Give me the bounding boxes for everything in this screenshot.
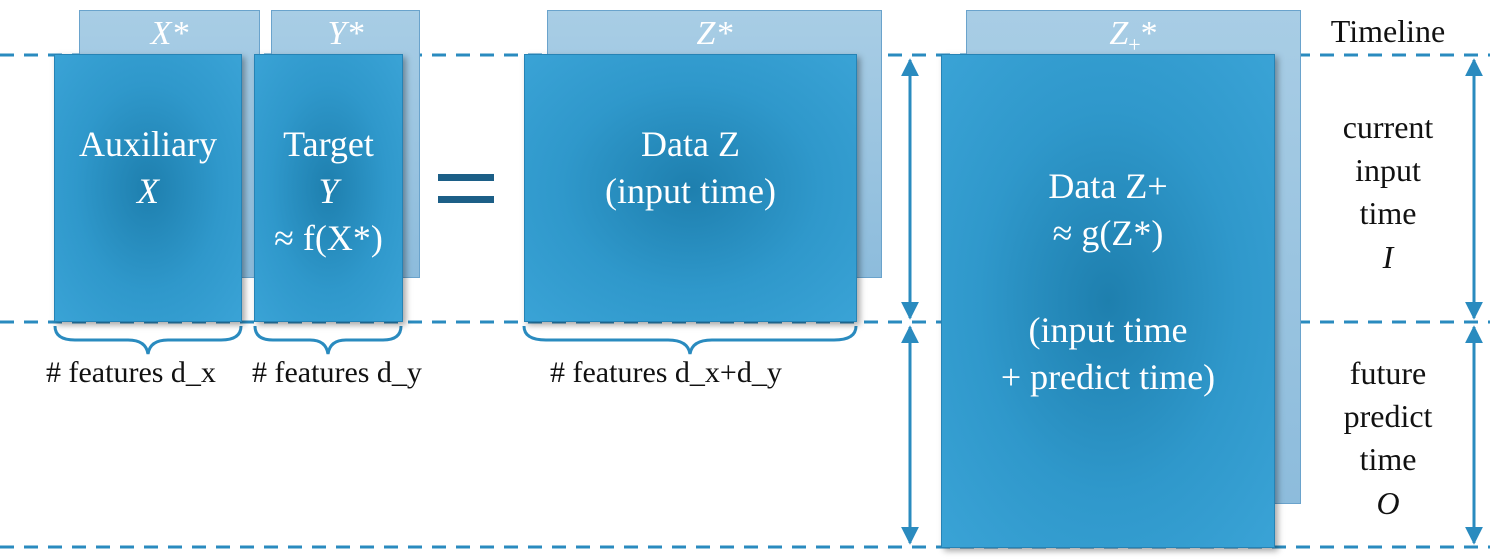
- data-z-box: Data Z (input time): [524, 54, 857, 322]
- auxiliary-line2: X: [137, 170, 159, 211]
- data-z-line2: (input time): [605, 170, 776, 211]
- future-line4: O: [1376, 484, 1400, 521]
- data-z-text: Data Z (input time): [525, 121, 856, 215]
- current-input-time-label: current input time I: [1318, 106, 1458, 279]
- data-z-plus-line2: ≈ g(Z*): [1052, 212, 1164, 253]
- target-line3: ≈ f(X*): [274, 217, 383, 258]
- auxiliary-line1: Auxiliary: [79, 124, 217, 164]
- features-dx-label: # features d_x: [46, 356, 216, 389]
- z-star-label: Z*: [696, 15, 733, 52]
- features-dxdy-label: # features d_x+d_y: [550, 356, 782, 389]
- z-plus-star-sub: +: [1128, 31, 1141, 57]
- equals-bar-bottom: [438, 196, 494, 203]
- current-line3: time: [1359, 195, 1417, 232]
- current-line1: current: [1342, 109, 1434, 145]
- data-z-plus-box: Data Z+ ≈ g(Z*) (input time + predict ti…: [941, 54, 1275, 548]
- equals-bar-top: [438, 174, 494, 181]
- z-plus-star-base: Z: [1109, 15, 1129, 52]
- future-predict-time-label: future predict time O: [1318, 352, 1458, 525]
- data-z-line1: Data Z: [641, 124, 740, 164]
- auxiliary-box: Auxiliary X: [54, 54, 242, 322]
- data-z-plus-line3: (input time: [1028, 310, 1188, 350]
- future-line2: predict: [1343, 398, 1433, 435]
- current-line2: input: [1355, 152, 1421, 189]
- data-z-plus-line1: Data Z+: [1048, 166, 1168, 206]
- target-line1: Target: [283, 124, 374, 164]
- data-z-plus-text-top: Data Z+ ≈ g(Z*): [942, 163, 1274, 257]
- data-z-plus-line4: + predict time): [1000, 356, 1216, 397]
- brace-dx: [53, 325, 243, 355]
- equals-sign: [438, 170, 494, 206]
- future-line3: time: [1359, 441, 1417, 478]
- target-text: Target Y ≈ f(X*): [255, 121, 402, 261]
- brace-dy: [253, 325, 403, 355]
- features-dy-label: # features d_y: [252, 356, 422, 389]
- z-plus-star-label: Z+*: [967, 15, 1300, 58]
- auxiliary-text: Auxiliary X: [55, 121, 241, 215]
- z-plus-star-sup: *: [1140, 15, 1158, 52]
- brace-dxdy: [522, 325, 858, 355]
- x-star-label: X*: [150, 15, 189, 52]
- target-box: Target Y ≈ f(X*): [254, 54, 403, 322]
- timeline-label: Timeline: [1330, 13, 1446, 49]
- target-line2: Y: [318, 170, 339, 211]
- data-z-plus-text-bottom: (input time + predict time): [942, 307, 1274, 401]
- y-star-label: Y*: [327, 15, 364, 52]
- current-line4: I: [1382, 238, 1394, 275]
- future-line1: future: [1349, 355, 1427, 391]
